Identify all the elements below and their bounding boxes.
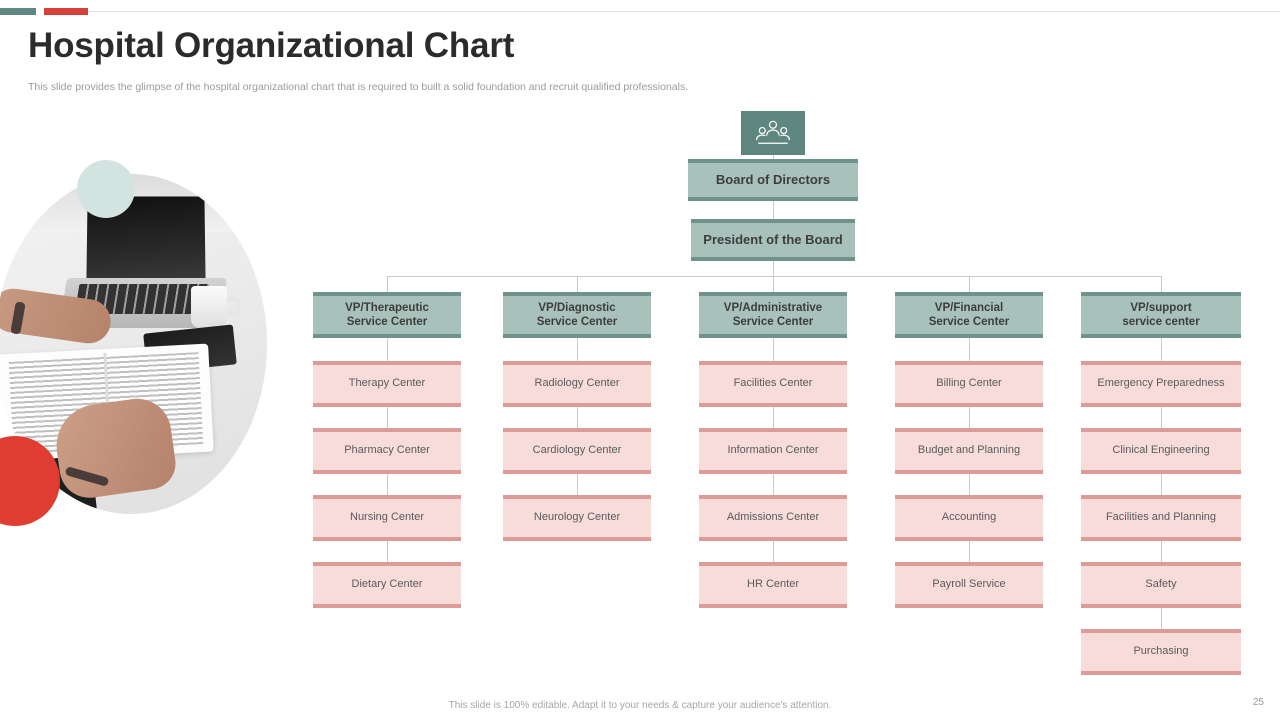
page-number: 25 [1252,697,1264,708]
node-child-4-1[interactable]: Billing Center [895,361,1043,407]
connector-head-to-child-1-col4 [969,338,970,361]
connector-child-link-4-2 [969,474,970,495]
vp-head-line1: VP/Diagnostic [538,301,616,314]
node-child-4-4[interactable]: Payroll Service [895,562,1043,608]
node-vp-head-5[interactable]: VP/support service center [1081,292,1241,338]
connector-head-to-child-1-col3 [773,338,774,361]
node-child-1-3[interactable]: Nursing Center [313,495,461,541]
photo-mug-handle [223,296,241,316]
photo-composition [0,160,272,526]
connector-head-to-child-1-col5 [1161,338,1162,361]
connector-child-link-5-2 [1161,474,1162,495]
group-of-people-icon [755,120,791,144]
vp-head-line2: Service Center [732,316,814,328]
connector-child-link-4-3 [969,541,970,562]
connector-child-link-1-3 [387,541,388,562]
connector-child-link-3-2 [773,474,774,495]
node-president-of-the-board[interactable]: President of the Board [691,219,855,261]
vp-head-line1: VP/support [1130,301,1192,314]
node-child-1-2[interactable]: Pharmacy Center [313,428,461,474]
vp-head-line1: VP/Administrative [723,301,823,314]
connector-bus-to-head-4 [969,276,970,292]
board-icon-box [741,111,805,155]
connector-child-link-1-2 [387,474,388,495]
connector-child-link-5-3 [1161,541,1162,562]
connector-bus-to-head-3 [773,276,774,292]
node-child-5-4[interactable]: Safety [1081,562,1241,608]
node-board-of-directors[interactable]: Board of Directors [688,159,858,201]
page-subtitle: This slide provides the glimpse of the h… [28,81,689,93]
node-child-3-3[interactable]: Admissions Center [699,495,847,541]
node-child-3-4[interactable]: HR Center [699,562,847,608]
node-child-4-2[interactable]: Budget and Planning [895,428,1043,474]
vp-head-line2: Service Center [928,316,1010,328]
decorative-mint-circle [77,160,135,218]
connector-child-link-3-3 [773,541,774,562]
node-child-2-3[interactable]: Neurology Center [503,495,651,541]
accent-bar-red [44,8,88,15]
vp-head-line1: VP/Financial [934,301,1004,314]
connector-head-to-child-1-col1 [387,338,388,361]
connector-bus-to-head-5 [1161,276,1162,292]
node-child-3-1[interactable]: Facilities Center [699,361,847,407]
vp-head-line1: VP/Therapeutic [345,301,429,314]
footer-note: This slide is 100% editable. Adapt it to… [448,700,832,711]
node-child-5-3[interactable]: Facilities and Planning [1081,495,1241,541]
node-child-1-4[interactable]: Dietary Center [313,562,461,608]
node-child-5-2[interactable]: Clinical Engineering [1081,428,1241,474]
node-child-3-2[interactable]: Information Center [699,428,847,474]
vp-head-line2: service center [1122,316,1200,328]
node-child-2-2[interactable]: Cardiology Center [503,428,651,474]
connector-horizontal-bus [387,276,1161,277]
connector-child-link-2-1 [577,407,578,428]
node-child-2-1[interactable]: Radiology Center [503,361,651,407]
connector-child-link-4-1 [969,407,970,428]
connector-child-link-5-1 [1161,407,1162,428]
connector-bus-to-head-1 [387,276,388,292]
node-child-5-5[interactable]: Purchasing [1081,629,1241,675]
top-accent-bars [0,8,1280,15]
connector-head-to-child-1-col2 [577,338,578,361]
connector-board-to-president [773,201,774,219]
connector-bus-to-head-2 [577,276,578,292]
connector-icon-to-board [773,155,774,160]
node-child-4-3[interactable]: Accounting [895,495,1043,541]
page-title: Hospital Organizational Chart [28,26,515,65]
photo-mug [191,286,227,328]
node-child-5-1[interactable]: Emergency Preparedness [1081,361,1241,407]
accent-bar-teal [0,8,36,15]
vp-head-line2: Service Center [346,316,428,328]
connector-child-link-5-4 [1161,608,1162,629]
connector-child-link-3-1 [773,407,774,428]
connector-child-link-2-2 [577,474,578,495]
vp-head-line2: Service Center [536,316,618,328]
header-divider-line [88,11,1280,12]
node-child-1-1[interactable]: Therapy Center [313,361,461,407]
connector-child-link-1-1 [387,407,388,428]
